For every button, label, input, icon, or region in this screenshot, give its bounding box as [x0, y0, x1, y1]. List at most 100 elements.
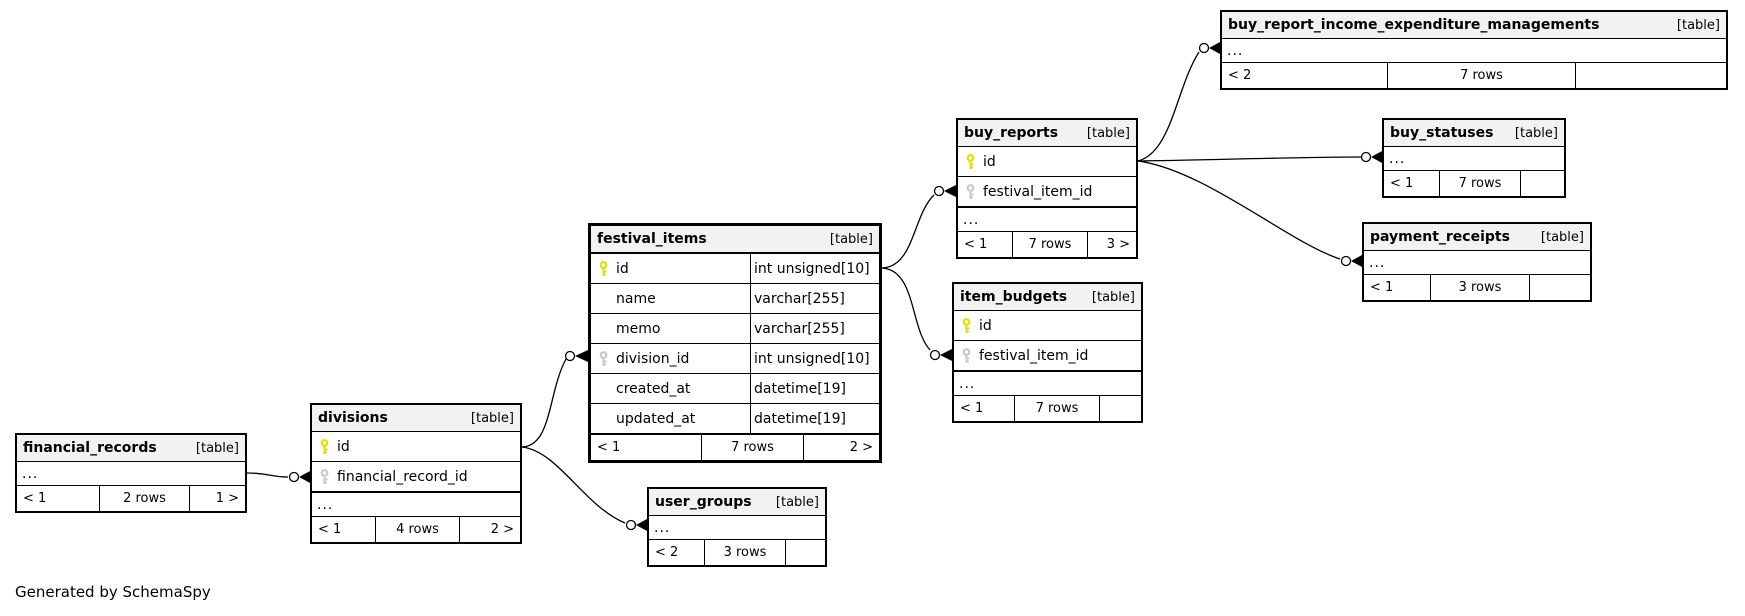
related-prev-count: < 1 — [964, 237, 988, 252]
column-name: festival_item_id — [979, 347, 1089, 364]
collapsed-columns-indicator: ... — [954, 371, 1141, 396]
related-next-count — [1529, 275, 1590, 300]
relationship-line — [1137, 160, 1341, 260]
generator-caption: Generated by SchemaSpy — [15, 583, 211, 601]
table-header: user_groups [table] — [649, 489, 825, 516]
row-count: 3 rows — [1430, 275, 1529, 300]
row-count: 7 rows — [1387, 63, 1575, 88]
column-name: id — [337, 438, 350, 455]
column-row: memo varchar[255] — [591, 314, 879, 344]
crowsfoot-icon — [944, 185, 956, 197]
table-node-financial-records[interactable]: financial_records [table] ... < 1 2 rows… — [15, 433, 247, 513]
collapsed-columns-indicator: ... — [1364, 251, 1590, 275]
row-count: 7 rows — [1012, 232, 1087, 257]
table-footer: < 2 7 rows — [1222, 63, 1726, 88]
key-icon-spacer — [598, 321, 609, 337]
column-row: id int unsigned[10] — [591, 254, 879, 284]
table-name: financial_records — [23, 440, 157, 456]
column-row: id — [312, 432, 520, 462]
key-icon-spacer — [598, 381, 609, 397]
column-name: id — [983, 153, 996, 170]
table-footer: < 1 7 rows 3 > — [958, 232, 1136, 257]
row-count: 4 rows — [375, 517, 459, 542]
relationship-line — [246, 472, 289, 478]
table-node-buy-reports[interactable]: buy_reports [table] id festival_item_id … — [956, 118, 1138, 259]
column-name: created_at — [616, 380, 691, 397]
table-name: item_budgets — [960, 289, 1068, 305]
relationship-line — [521, 446, 626, 524]
related-prev-count: < 1 — [23, 491, 47, 506]
table-footer: < 2 3 rows — [649, 540, 825, 565]
related-prev-count: < 1 — [597, 440, 621, 455]
zero-circle-icon — [1198, 42, 1210, 54]
table-footer: < 1 7 rows — [954, 396, 1141, 421]
collapsed-columns-indicator: ... — [1222, 39, 1726, 63]
column-row: festival_item_id — [954, 341, 1141, 371]
related-prev-count: < 1 — [1370, 280, 1394, 295]
crowsfoot-icon — [1371, 151, 1382, 163]
crowsfoot-icon — [636, 519, 647, 531]
table-name: divisions — [318, 410, 388, 426]
table-node-buy-report-income-expenditure-managements[interactable]: buy_report_income_expenditure_management… — [1220, 10, 1728, 90]
relationship-line — [521, 358, 567, 448]
column-type: int unsigned[10] — [754, 260, 870, 277]
foreign-key-icon — [319, 468, 330, 485]
column-row: id — [954, 311, 1141, 341]
table-header: payment_receipts [table] — [1364, 224, 1590, 251]
column-row: financial_record_id — [312, 462, 520, 492]
column-row: festival_item_id — [958, 177, 1136, 207]
primary-key-icon — [965, 153, 976, 170]
related-next-count — [1575, 63, 1726, 88]
zero-circle-icon — [1340, 255, 1352, 267]
collapsed-columns-indicator: ... — [17, 462, 245, 486]
zero-circle-icon — [625, 519, 637, 531]
table-node-user-groups[interactable]: user_groups [table] ... < 2 3 rows — [647, 487, 827, 567]
relationship-line — [1137, 51, 1200, 162]
row-count: 3 rows — [704, 540, 785, 565]
table-name: payment_receipts — [1370, 229, 1510, 245]
table-footer: < 1 4 rows 2 > — [312, 517, 520, 542]
table-type-badge: [table] — [829, 231, 873, 247]
column-name: updated_at — [616, 410, 696, 427]
related-prev-count: < 1 — [1390, 176, 1414, 191]
key-icon-spacer — [598, 291, 609, 307]
related-prev-count: < 1 — [318, 522, 342, 537]
table-footer: < 1 7 rows — [1384, 171, 1564, 196]
column-name: festival_item_id — [983, 183, 1093, 200]
table-header: buy_reports [table] — [958, 120, 1136, 147]
table-node-payment-receipts[interactable]: payment_receipts [table] ... < 1 3 rows — [1362, 222, 1592, 302]
table-node-item-budgets[interactable]: item_budgets [table] id festival_item_id… — [952, 282, 1143, 423]
table-node-divisions[interactable]: divisions [table] id financial_record_id… — [310, 403, 522, 544]
table-type-badge: [table] — [1514, 125, 1558, 141]
table-name: buy_reports — [964, 125, 1059, 141]
crowsfoot-icon — [1351, 255, 1362, 267]
zero-circle-icon — [288, 471, 300, 483]
column-type: int unsigned[10] — [754, 350, 870, 367]
collapsed-columns-indicator: ... — [649, 516, 825, 540]
table-type-badge: [table] — [470, 410, 514, 426]
table-node-festival-items[interactable]: festival_items [table] id int unsigned[1… — [588, 223, 882, 463]
key-icon-spacer — [598, 411, 609, 427]
column-type: varchar[255] — [754, 320, 845, 337]
related-next-count — [1520, 171, 1564, 196]
table-header: item_budgets [table] — [954, 284, 1141, 311]
table-type-badge: [table] — [1086, 125, 1130, 141]
crowsfoot-icon — [575, 350, 588, 362]
table-node-buy-statuses[interactable]: buy_statuses [table] ... < 1 7 rows — [1382, 118, 1566, 198]
collapsed-columns-indicator: ... — [312, 492, 520, 517]
zero-circle-icon — [933, 185, 945, 197]
foreign-key-icon — [965, 183, 976, 200]
row-count: 7 rows — [701, 435, 803, 460]
table-footer: < 1 2 rows 1 > — [17, 486, 245, 511]
relationship-line — [881, 194, 935, 269]
collapsed-columns-indicator: ... — [958, 207, 1136, 232]
table-name: buy_statuses — [1390, 125, 1494, 141]
table-header: financial_records [table] — [17, 435, 245, 462]
table-name: buy_report_income_expenditure_management… — [1228, 17, 1600, 33]
row-count: 7 rows — [1439, 171, 1520, 196]
crowsfoot-icon — [299, 471, 310, 483]
crowsfoot-icon — [940, 349, 952, 361]
table-footer: < 1 7 rows 2 > — [591, 434, 879, 460]
zero-circle-icon — [564, 350, 576, 362]
column-type: datetime[19] — [754, 410, 846, 427]
